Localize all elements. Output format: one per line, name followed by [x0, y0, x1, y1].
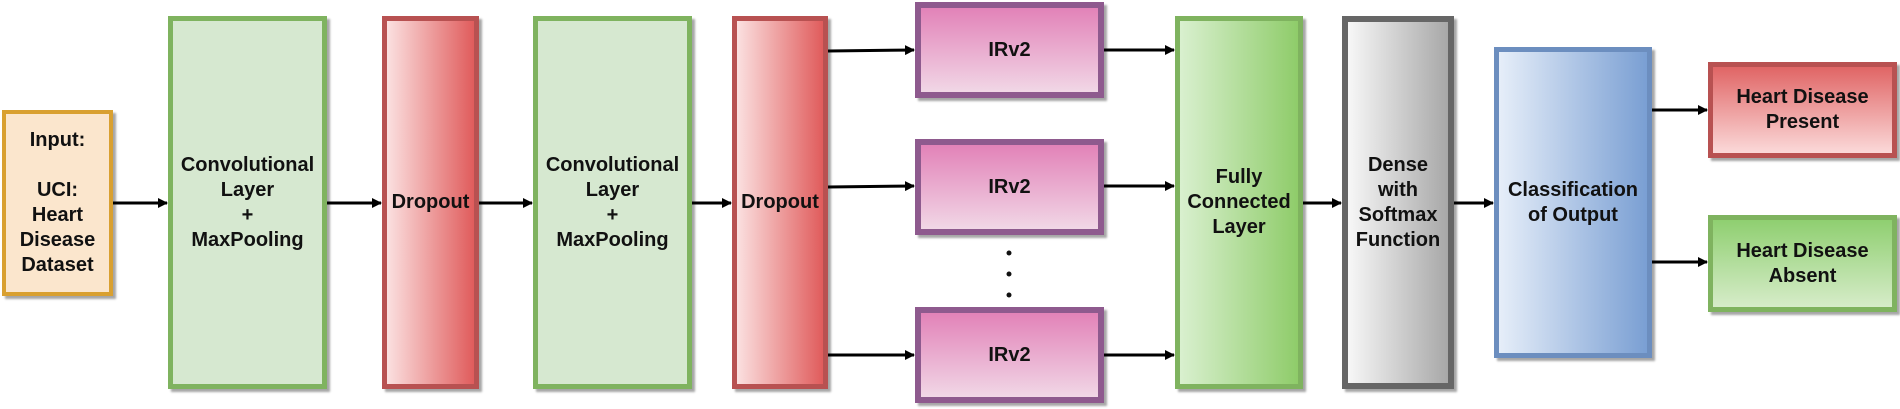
dropout-layer-2: Dropout	[732, 16, 828, 389]
arrow-dropout2-to-irv2-mid	[827, 181, 915, 192]
conv-maxpool-layer-2: Convolutional Layer + MaxPooling	[533, 16, 692, 389]
irv2-block-middle: IRv2	[915, 139, 1104, 235]
irv2-block-bottom: IRv2	[915, 307, 1104, 403]
ellipsis-dot-1	[1006, 250, 1012, 256]
irv2-block-top: IRv2	[915, 2, 1104, 98]
input-dataset-box: Input: UCI: Heart Disease Dataset	[2, 110, 113, 296]
dense-softmax-layer: Dense with Softmax Function	[1342, 16, 1454, 389]
heart-disease-absent-box: Heart Disease Absent	[1708, 215, 1897, 312]
ellipsis-dot-2	[1006, 271, 1012, 277]
fully-connected-layer: Fully Connected Layer	[1175, 16, 1303, 389]
conv-maxpool-layer-1: Convolutional Layer + MaxPooling	[168, 16, 327, 389]
heart-disease-present-box: Heart Disease Present	[1708, 62, 1897, 158]
classification-output-box: Classification of Output	[1494, 47, 1652, 358]
arrow-dropout2-to-irv2-top	[827, 45, 915, 56]
ellipsis-dot-3	[1006, 292, 1012, 298]
dropout-layer-1: Dropout	[382, 16, 479, 389]
